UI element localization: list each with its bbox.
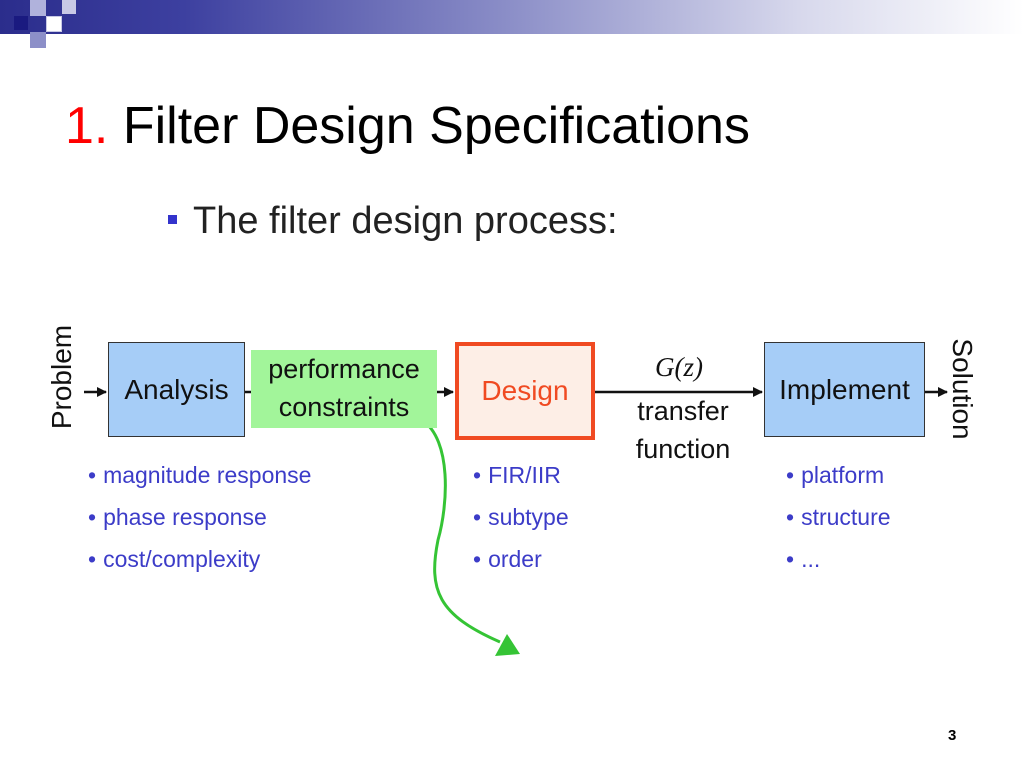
feedback-curve-arrow bbox=[421, 418, 501, 644]
transfer-line1: transfer bbox=[637, 396, 729, 426]
page-title: 1. Filter Design Specifications bbox=[65, 96, 750, 156]
stage-design-box: Design bbox=[455, 342, 595, 440]
title-number: 1. bbox=[65, 97, 109, 155]
transfer-symbol: G(z) bbox=[655, 352, 703, 382]
list-item: platform bbox=[786, 454, 891, 496]
stage-analysis-box: Analysis bbox=[108, 342, 245, 437]
input-label-problem: Problem bbox=[46, 324, 77, 430]
list-item: magnitude response bbox=[88, 454, 311, 496]
bullet-square-icon bbox=[168, 215, 177, 224]
output-label-solution: Solution bbox=[947, 338, 978, 440]
list-item: subtype bbox=[473, 496, 569, 538]
list-item: ... bbox=[786, 538, 891, 580]
performance-line2: constraints bbox=[278, 392, 410, 422]
bullet-text: The filter design process: bbox=[193, 200, 618, 242]
list-item: order bbox=[473, 538, 569, 580]
feedback-arrowhead-icon bbox=[495, 634, 520, 656]
list-item: cost/complexity bbox=[88, 538, 311, 580]
stage-implement-label: Implement bbox=[779, 373, 910, 405]
design-items-list: FIR/IIR subtype order bbox=[473, 454, 569, 580]
decor-square-pale bbox=[62, 0, 76, 14]
stage-analysis-label: Analysis bbox=[124, 373, 229, 405]
transfer-line2: function bbox=[635, 434, 731, 464]
page-number: 3 bbox=[948, 727, 957, 744]
list-item: phase response bbox=[88, 496, 311, 538]
decor-square-mid bbox=[30, 32, 46, 48]
performance-constraints-box: performance constraints bbox=[251, 350, 437, 428]
decor-square-light bbox=[30, 0, 46, 16]
title-text: Filter Design Specifications bbox=[122, 97, 750, 155]
list-item: structure bbox=[786, 496, 890, 538]
stage-design-label: Design bbox=[481, 375, 569, 406]
implement-items-list: platform structure ... bbox=[786, 454, 891, 580]
performance-line1: performance bbox=[268, 354, 420, 384]
analysis-items-list: magnitude response phase response cost/c… bbox=[88, 454, 311, 580]
bullet-item: The filter design process: bbox=[168, 200, 618, 243]
decor-square-white bbox=[46, 16, 62, 32]
list-item: FIR/IIR bbox=[473, 454, 569, 496]
stage-implement-box: Implement bbox=[764, 342, 925, 437]
header-gradient-band bbox=[0, 0, 1024, 34]
decor-square-dark bbox=[14, 16, 28, 30]
transfer-function-label: transfer function bbox=[620, 392, 746, 468]
